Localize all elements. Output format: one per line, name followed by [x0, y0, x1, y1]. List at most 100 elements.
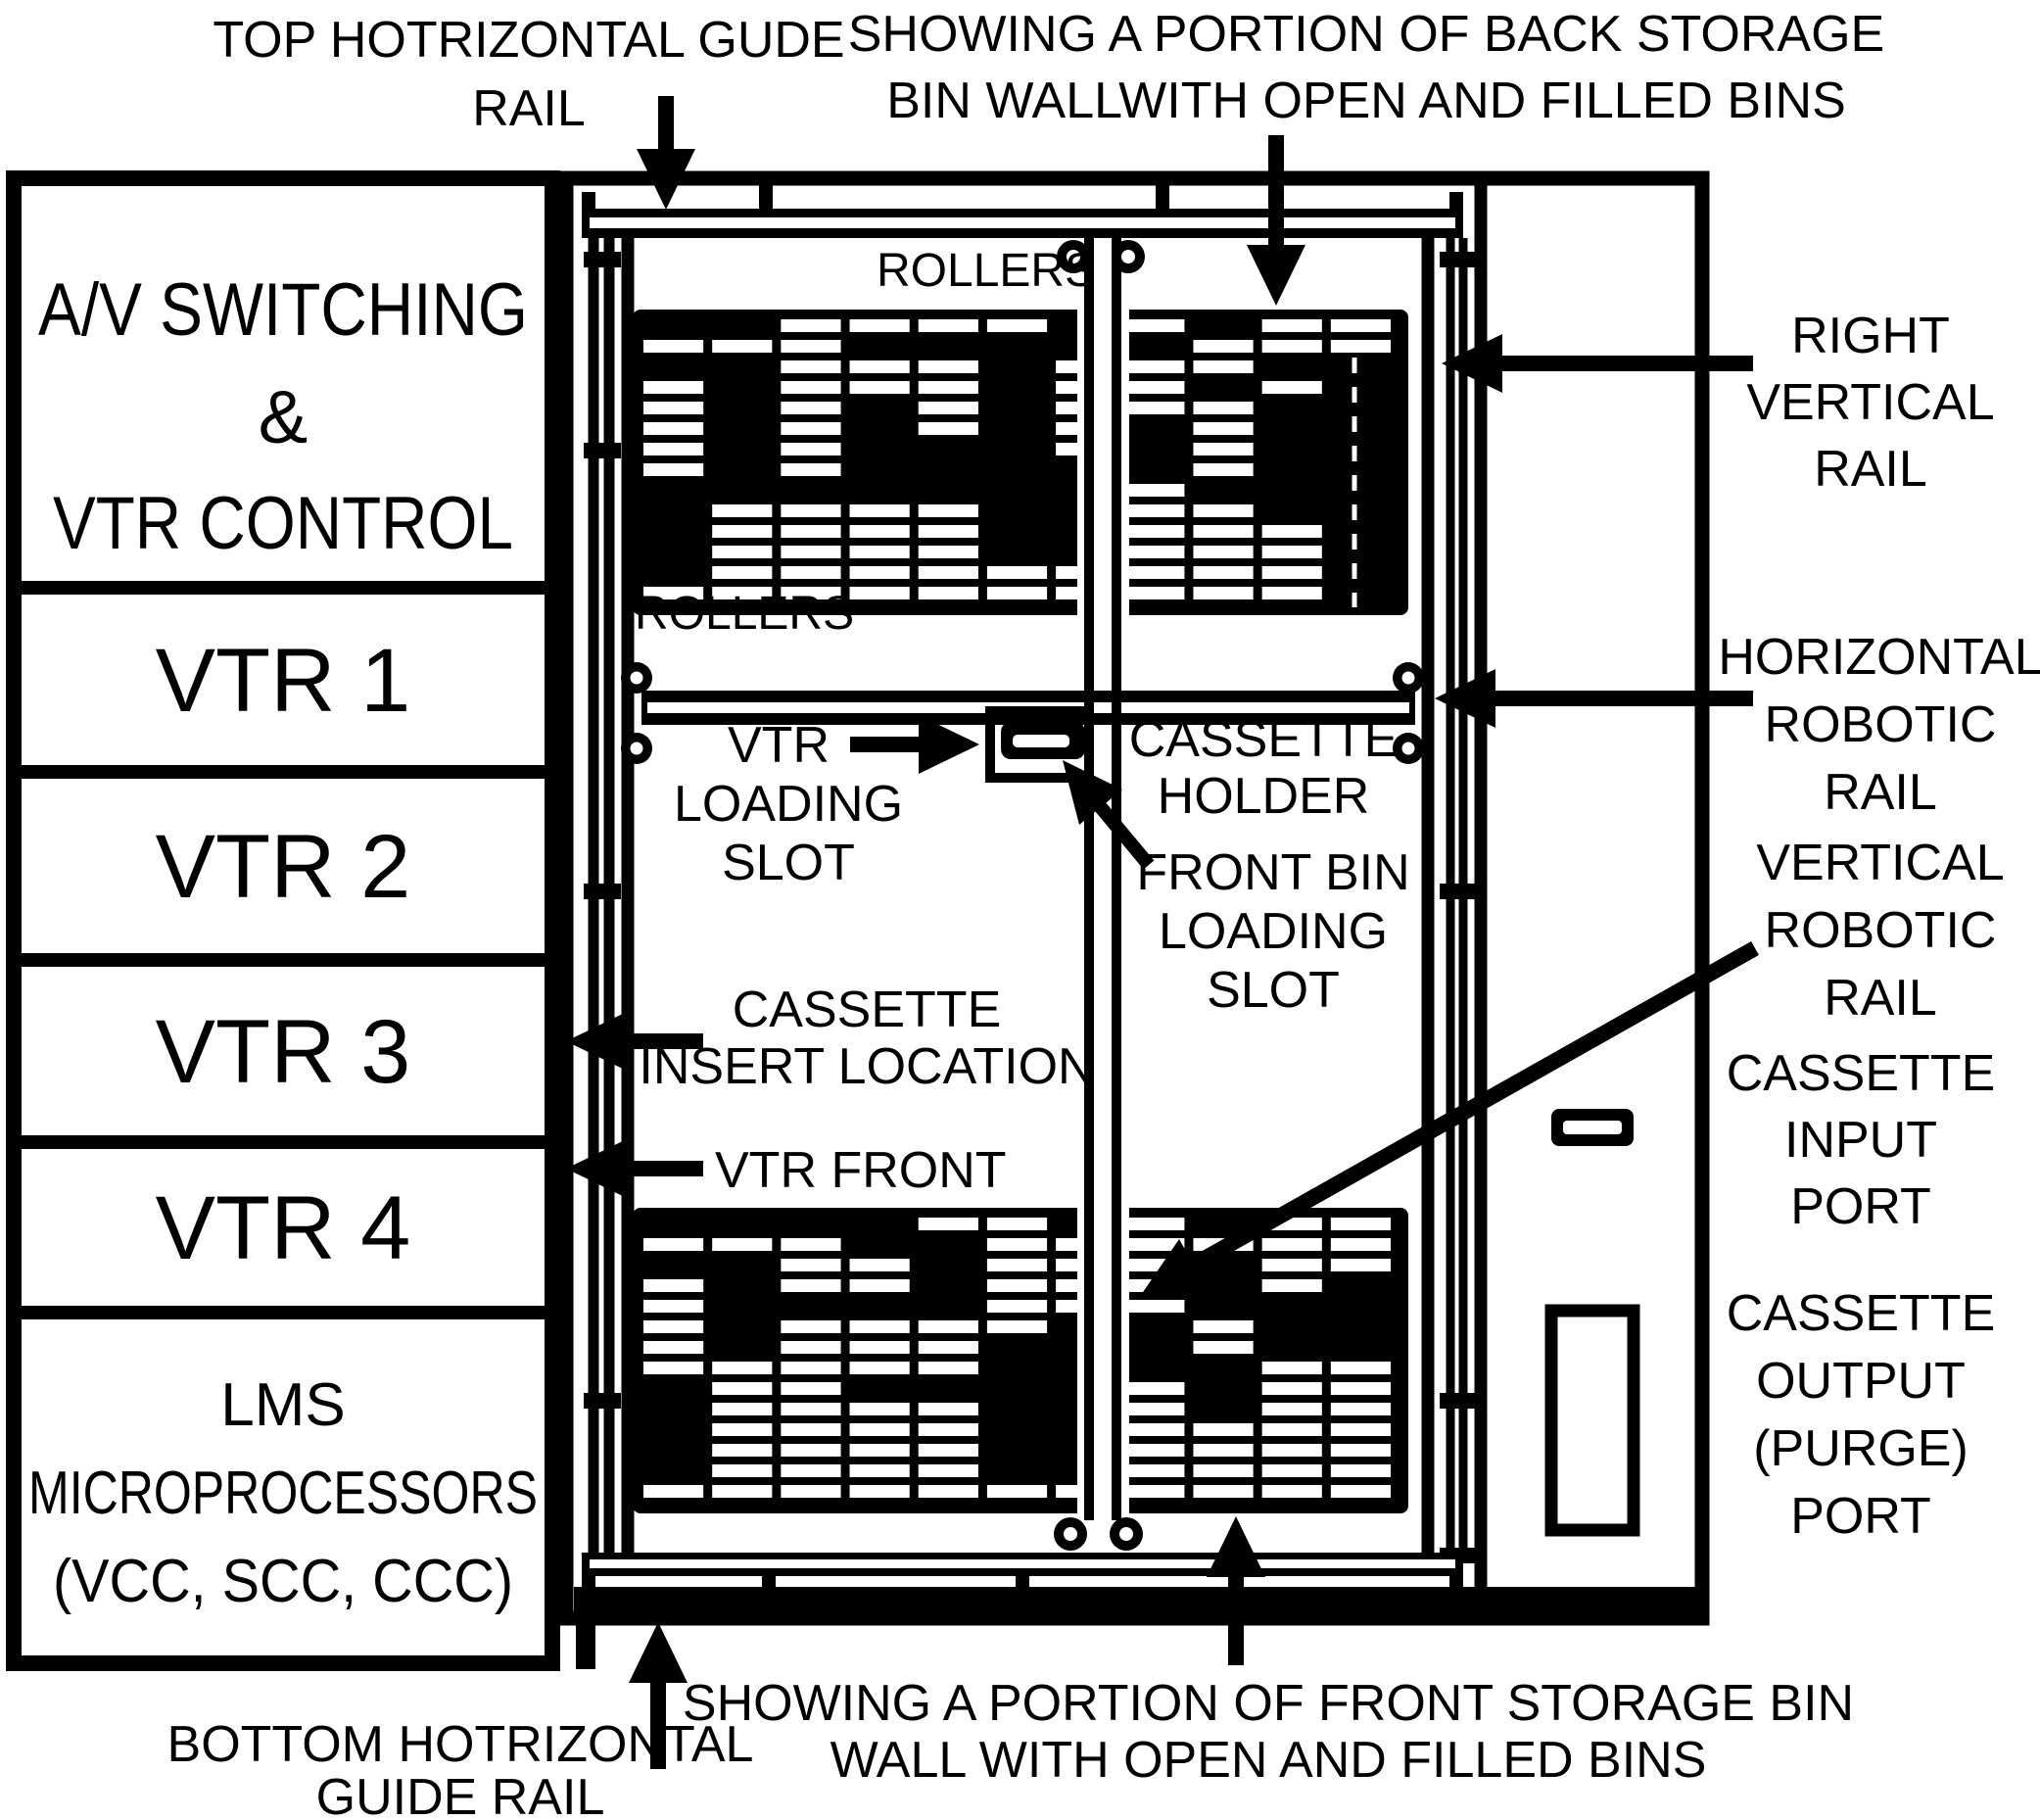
open-bin-slot [1124, 1403, 1185, 1415]
vtr-loading-slot-opening [1013, 735, 1069, 747]
open-bin-slot [1330, 1485, 1391, 1498]
front-bin-loading-slot-arrow [1063, 760, 1155, 870]
open-bin-slot [781, 504, 841, 517]
open-bin-slot [849, 1403, 910, 1415]
open-bin-slot [1261, 1362, 1322, 1374]
open-bin-slot [1124, 319, 1185, 332]
open-bin-slot [712, 1485, 773, 1498]
enclosure-bottom-step [576, 1593, 595, 1669]
open-bin-slot [643, 340, 704, 353]
open-bin-slot [643, 1279, 704, 1292]
open-bin-slot [1330, 1382, 1391, 1395]
vertical-robotic-rail-label: ROBOTIC [1765, 902, 1997, 959]
open-bin-slot [781, 1485, 841, 1498]
open-bin-slot [918, 1218, 978, 1230]
open-bin-slot [986, 587, 1048, 599]
top-guide-rail-endcap [1449, 192, 1463, 214]
open-bin-slot [1124, 1423, 1185, 1436]
open-bin-slot [918, 319, 978, 332]
open-bin-slot [781, 319, 841, 332]
horizontal-robotic-rail-arrow [1435, 669, 1753, 728]
open-bin-slot [1261, 1382, 1322, 1395]
open-bin-slot [1124, 525, 1185, 538]
open-bin-slot [1261, 1423, 1322, 1436]
top-horizontal-guide-rail [582, 185, 1463, 238]
open-bin-slot [781, 1259, 841, 1271]
open-bin-slot [712, 1362, 773, 1374]
cassette-output-port [1544, 1304, 1640, 1537]
open-bin-slot [849, 1320, 910, 1333]
open-bin-slot [712, 587, 773, 599]
bottom-guide-rail-label: BOTTOM HOTRIZONTAL [167, 1716, 754, 1773]
cassette-insert-location-label: CASSETTE [733, 982, 1002, 1038]
open-bin-slot [1124, 1464, 1185, 1477]
bottom-guide-rail-arrow [629, 1622, 688, 1769]
open-bin-slot [712, 525, 773, 538]
open-bin-slot [712, 504, 773, 517]
cassette-output-port-label: PORT [1790, 1488, 1931, 1545]
right-vertical-rail-label: RIGHT [1791, 308, 1950, 364]
open-bin-slot [712, 1464, 773, 1477]
left-equipment-rack: A/V SWITCHING & VTR CONTROL VTR 1 VTR 2 … [6, 170, 584, 1671]
open-bin-slot [781, 340, 841, 353]
open-bin-slot [1261, 381, 1322, 394]
open-bin-slot [643, 1485, 704, 1498]
open-bin-slot [849, 504, 910, 517]
front-storage-bin-wall [633, 1208, 1408, 1513]
open-bin-slot [1124, 1485, 1185, 1498]
cassette-holder-label: CASSETTE [1129, 711, 1399, 768]
open-bin-slot [1193, 402, 1254, 414]
open-bin-slot [1124, 1300, 1185, 1313]
rail-bracket [1440, 884, 1475, 899]
open-bin-slot [849, 1259, 910, 1271]
open-bin-slot [781, 1362, 841, 1374]
open-bin-slot [781, 463, 841, 476]
front-bin-loading-slot-label: LOADING [1159, 903, 1388, 960]
open-bin-slot [1261, 1259, 1322, 1271]
cassette-holder-label: HOLDER [1158, 768, 1370, 825]
rack-outline [6, 170, 560, 1671]
rail-roller-hub [1401, 671, 1415, 685]
open-bin-slot [849, 525, 910, 538]
top-guide-rail-stripe [590, 217, 1455, 228]
top-guide-rail-label: TOP HOTRIZONTAL GUDE [213, 12, 844, 69]
open-bin-slot [781, 1423, 841, 1436]
vtr3-label: VTR 3 [156, 1002, 411, 1102]
open-bin-slot [1330, 1403, 1391, 1415]
rollers-middle-label: ROLLERS [635, 588, 854, 640]
open-bin-slot [918, 1341, 978, 1354]
av-switching-label: & [259, 376, 308, 459]
open-bin-slot [643, 1320, 704, 1333]
open-bin-slot [918, 381, 978, 394]
av-switching-label: A/V SWITCHING [38, 268, 528, 352]
open-bin-slot [1124, 587, 1185, 599]
open-bin-slot [918, 525, 978, 538]
open-bin-slot [643, 463, 704, 476]
open-bin-slot [849, 1279, 910, 1292]
open-bin-slot [1330, 1444, 1391, 1457]
open-bin-slot [1261, 587, 1322, 599]
rail-bracket [584, 443, 621, 458]
open-bin-slot [781, 1279, 841, 1292]
cassette-insert-location-label: INSERT LOCATION [639, 1038, 1094, 1095]
top-guide-rail-label: RAIL [472, 80, 586, 137]
back-wall-arrow [1247, 135, 1305, 306]
back-wall-label: BIN WALLWITH OPEN AND FILLED BINS [886, 72, 1846, 129]
open-bin-slot [918, 1464, 978, 1477]
open-bin-slot [1124, 402, 1185, 414]
open-bin-slot [781, 1464, 841, 1477]
open-bin-slot [712, 340, 773, 353]
open-bin-slot [781, 443, 841, 455]
left-vertical-rail [584, 238, 635, 1560]
bottom-guide-rail-post [762, 1573, 776, 1597]
rollers-top-label: ROLLERS [877, 245, 1096, 297]
open-bin-slot [849, 1464, 910, 1477]
vertical-robotic-rail-label: RAIL [1824, 970, 1937, 1027]
open-bin-slot [643, 1362, 704, 1374]
front-bin-loading-slot-label: SLOT [1207, 962, 1340, 1019]
open-bin-slot [1124, 484, 1185, 497]
open-bin-slot [986, 566, 1048, 579]
lms-label: (VCC, SCC, CCC) [53, 1548, 513, 1615]
bottom-guide-rail-endcap [1449, 1573, 1463, 1597]
